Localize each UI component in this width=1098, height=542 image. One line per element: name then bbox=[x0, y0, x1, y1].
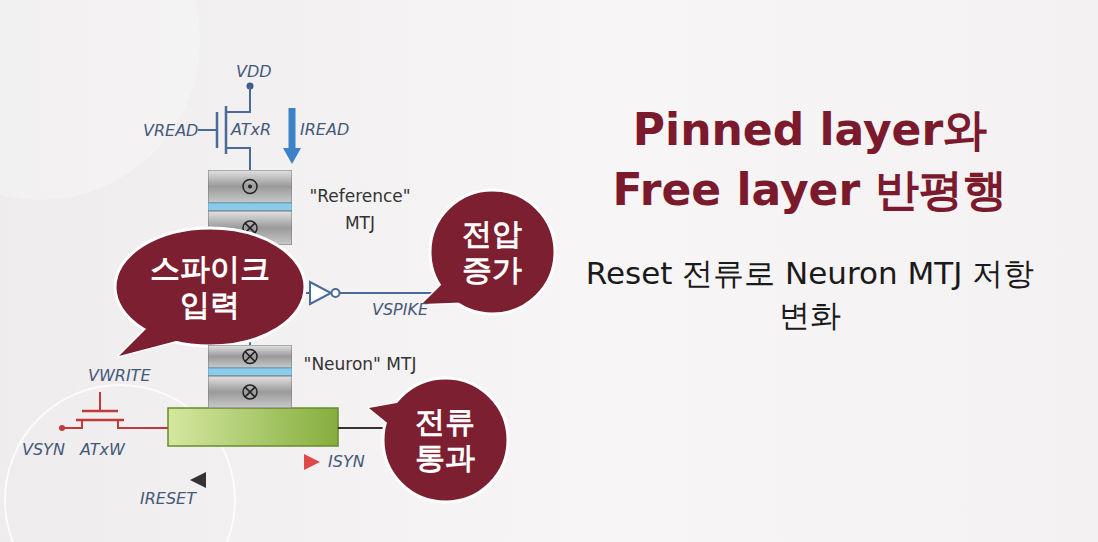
current-arrow bbox=[182, 459, 306, 466]
inverter-symbol bbox=[310, 282, 331, 304]
wire bbox=[226, 86, 250, 112]
inverter-bubble bbox=[332, 289, 340, 297]
bubble-text: 스파이크 입력 bbox=[135, 251, 285, 323]
heavy-metal-bar bbox=[168, 408, 338, 446]
signal-label: IREAD bbox=[300, 120, 349, 139]
current-arrow bbox=[289, 108, 296, 150]
wire bbox=[340, 292, 432, 294]
gate-wire bbox=[99, 392, 101, 411]
tunnel-barrier bbox=[208, 203, 292, 211]
signal-label: ISYN bbox=[328, 452, 365, 471]
speech-bubble: 스파이크 입력 bbox=[115, 228, 305, 346]
magnetization-symbol bbox=[243, 385, 257, 399]
signal-label: VDD bbox=[236, 62, 272, 81]
bubble-text: 전압 증가 bbox=[442, 216, 542, 288]
bubble-content: 스파이크 입력 bbox=[115, 228, 305, 346]
tunnel-barrier bbox=[208, 368, 292, 376]
title: Pinned layer와 Free layer 반평행 bbox=[580, 100, 1040, 220]
magnetic-layer bbox=[208, 170, 292, 203]
signal-label: VSPIKE bbox=[372, 300, 428, 319]
current-arrow bbox=[204, 477, 322, 484]
output-wire bbox=[338, 427, 384, 429]
caption: Reset 전류로 Neuron MTJ 저항 변화 bbox=[570, 252, 1050, 336]
signal-label: VSYN bbox=[22, 440, 65, 459]
magnetization-symbol bbox=[243, 180, 257, 194]
signal-label: ATxR bbox=[231, 120, 271, 139]
signal-label: VREAD bbox=[143, 121, 198, 140]
bubble-text: 전류 통과 bbox=[395, 404, 495, 476]
bubble-body bbox=[383, 378, 508, 502]
arrow-head bbox=[190, 472, 206, 488]
magnetization-symbol bbox=[243, 350, 257, 364]
wire bbox=[226, 148, 250, 170]
magnetic-layer bbox=[208, 345, 292, 368]
transistor-channel bbox=[76, 419, 124, 422]
arrow-head bbox=[283, 148, 301, 164]
mtj-label: "Neuron" MTJ bbox=[300, 351, 420, 378]
decor-circle bbox=[0, 0, 200, 200]
bubble-tail-fill bbox=[368, 400, 412, 426]
bubble-content: 전류 통과 bbox=[383, 378, 508, 502]
magnetic-layer bbox=[208, 376, 292, 408]
magnetization-dot bbox=[248, 185, 252, 189]
speech-bubble: 전류 통과 bbox=[383, 378, 508, 502]
vsyn-dot bbox=[59, 425, 65, 431]
magnetization-cross bbox=[245, 352, 255, 362]
bubble-tail-fill bbox=[119, 320, 195, 356]
bubble-body bbox=[115, 228, 305, 346]
arrow-head bbox=[304, 454, 320, 470]
gate-wire bbox=[198, 129, 217, 131]
mtj-label: "Reference" MTJ bbox=[300, 183, 420, 237]
magnetization-cross bbox=[245, 387, 255, 397]
wire bbox=[118, 420, 168, 428]
signal-label: ATxW bbox=[80, 440, 125, 459]
speech-bubble: 전압 증가 bbox=[430, 190, 555, 314]
signal-label: IRESET bbox=[140, 489, 196, 508]
transistor-channel bbox=[225, 106, 228, 154]
mtj-stack: "Neuron" MTJ bbox=[208, 345, 292, 408]
mtj-layers bbox=[208, 345, 292, 408]
signal-label: VWRITE bbox=[88, 366, 150, 385]
bubble-content: 전압 증가 bbox=[430, 190, 555, 314]
